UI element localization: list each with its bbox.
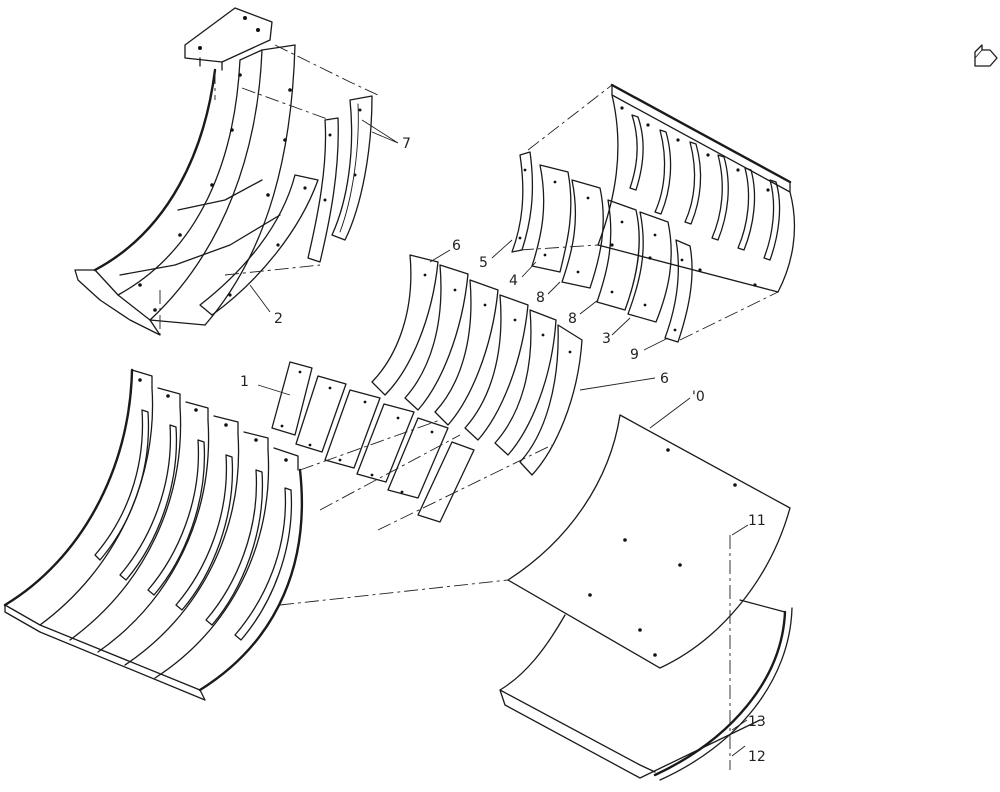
callout-4: 4 <box>509 273 518 289</box>
callout-12: 12 <box>748 749 766 765</box>
callout-1: 1 <box>240 374 249 390</box>
callout-8-upper: 8 <box>536 290 545 306</box>
part-2-strip <box>199 174 319 316</box>
alignment-lines <box>159 44 779 770</box>
callout-11: 11 <box>748 513 766 529</box>
upper-curved-housing <box>74 7 296 336</box>
callout-labels: 1 2 3 4 5 6 6 7 8 8 9 '0 11 12 13 <box>240 136 766 765</box>
part-13-curved-bar <box>653 607 793 781</box>
lower-base-plate <box>499 599 786 779</box>
part-6-strips <box>371 254 583 476</box>
callout-7: 7 <box>402 136 411 152</box>
callout-6-upper: 6 <box>452 238 461 254</box>
concave-grate <box>3 368 304 701</box>
return-arrow-icon[interactable] <box>974 44 998 67</box>
callout-9: 9 <box>630 347 639 363</box>
part-7-strips <box>307 95 373 263</box>
callout-6-lower: 6 <box>660 371 669 387</box>
part-1-plates <box>271 361 475 523</box>
callout-2: 2 <box>274 311 283 327</box>
callout-5: 5 <box>479 255 488 271</box>
upper-right-panel <box>597 83 796 293</box>
callout-8-lower: 8 <box>568 311 577 327</box>
lower-right-plate <box>507 414 791 669</box>
callout-3: 3 <box>602 331 611 347</box>
callout-13: 13 <box>748 714 766 730</box>
callout-10: '0 <box>692 389 705 405</box>
leader-lines <box>249 119 749 757</box>
